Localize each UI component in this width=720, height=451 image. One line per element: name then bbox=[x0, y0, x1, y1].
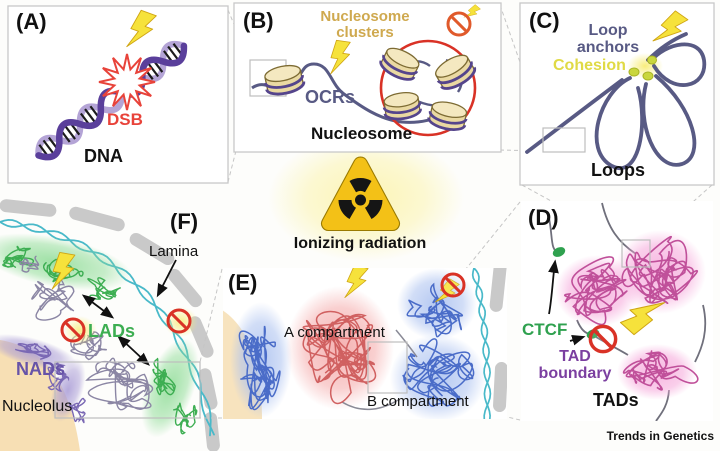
nads-chromatin bbox=[14, 343, 86, 424]
cohesion-label: Cohesion bbox=[553, 57, 626, 74]
ocrs-label: OCRs bbox=[305, 87, 356, 107]
zoom-region-box bbox=[542, 127, 586, 153]
radiation-sign bbox=[320, 156, 401, 232]
lamina-segment bbox=[493, 362, 507, 413]
lads-glow bbox=[0, 233, 132, 291]
panel-b-tag: (B) bbox=[243, 8, 274, 33]
ban-icon bbox=[588, 324, 618, 354]
linker-strands bbox=[341, 329, 418, 411]
ctcf-label: CTCF bbox=[522, 320, 568, 339]
tad-chromatin bbox=[564, 235, 699, 391]
panel-e-tag: (E) bbox=[228, 270, 258, 295]
compartment-chromatin bbox=[238, 282, 475, 411]
lamina-arrow bbox=[156, 259, 177, 298]
panel-b-caption: Nucleosome bbox=[311, 124, 413, 143]
panel-d-art bbox=[521, 201, 713, 421]
lads-label: LADs bbox=[88, 321, 136, 341]
trefoil-icon bbox=[338, 178, 383, 220]
panel-c-border bbox=[519, 2, 715, 186]
panel-a-art bbox=[7, 5, 229, 184]
nucleosome-clusters-label: Nucleosome clusters bbox=[320, 8, 410, 41]
ban-icon bbox=[440, 272, 466, 298]
panel-f-tag: (F) bbox=[170, 209, 199, 234]
ban-icon bbox=[166, 308, 192, 334]
ban-icon bbox=[446, 11, 472, 37]
nucleolus-label: Nucleolus bbox=[2, 398, 73, 415]
panel-d-caption: TADs bbox=[593, 390, 639, 410]
dsb-starburst bbox=[98, 53, 156, 111]
panel-e-art bbox=[223, 268, 507, 419]
ban-icon bbox=[60, 317, 86, 343]
ctcf-site bbox=[552, 247, 566, 257]
lads-arrow bbox=[117, 335, 150, 366]
ctcf-arrow bbox=[548, 259, 559, 315]
zoom-region-box bbox=[621, 239, 651, 268]
zoom-region-box bbox=[367, 341, 408, 394]
panel-c-art bbox=[519, 2, 715, 186]
lamina-segment bbox=[489, 268, 507, 312]
panel-c-caption: Loops bbox=[591, 160, 645, 180]
ctcf-arrow bbox=[569, 335, 586, 346]
panel-f-art bbox=[0, 199, 220, 451]
warning-triangle bbox=[320, 156, 401, 232]
loop-strands bbox=[525, 32, 707, 170]
panel-c-tag: (C) bbox=[529, 8, 560, 33]
panel-b-art bbox=[233, 2, 502, 153]
nads-label: NADs bbox=[16, 359, 66, 379]
a-compartment-label: A compartment bbox=[284, 324, 385, 341]
dsb-label: DSB bbox=[107, 110, 143, 129]
loop-anchors-label: Loop anchors bbox=[576, 22, 640, 56]
ionizing-radiation-label: Ionizing radiation bbox=[293, 235, 427, 252]
nucleolus-region bbox=[0, 340, 80, 451]
linker-strands bbox=[548, 202, 707, 421]
panel-a-tag: (A) bbox=[16, 9, 47, 34]
journal-name: Trends in Genetics bbox=[606, 429, 714, 443]
tad-boundary-label: TAD boundary bbox=[538, 348, 612, 382]
zoom-region-box bbox=[54, 361, 201, 419]
cluster-circle bbox=[379, 39, 477, 137]
nuclear-envelope bbox=[471, 268, 492, 419]
lamina-label: Lamina bbox=[149, 243, 199, 260]
panel-d-tag: (D) bbox=[528, 205, 559, 230]
cohesion-rings bbox=[628, 55, 657, 81]
b-compartment-label: B compartment bbox=[367, 393, 469, 410]
panel-a-caption: DNA bbox=[84, 146, 123, 166]
lads-arrow bbox=[81, 294, 115, 319]
